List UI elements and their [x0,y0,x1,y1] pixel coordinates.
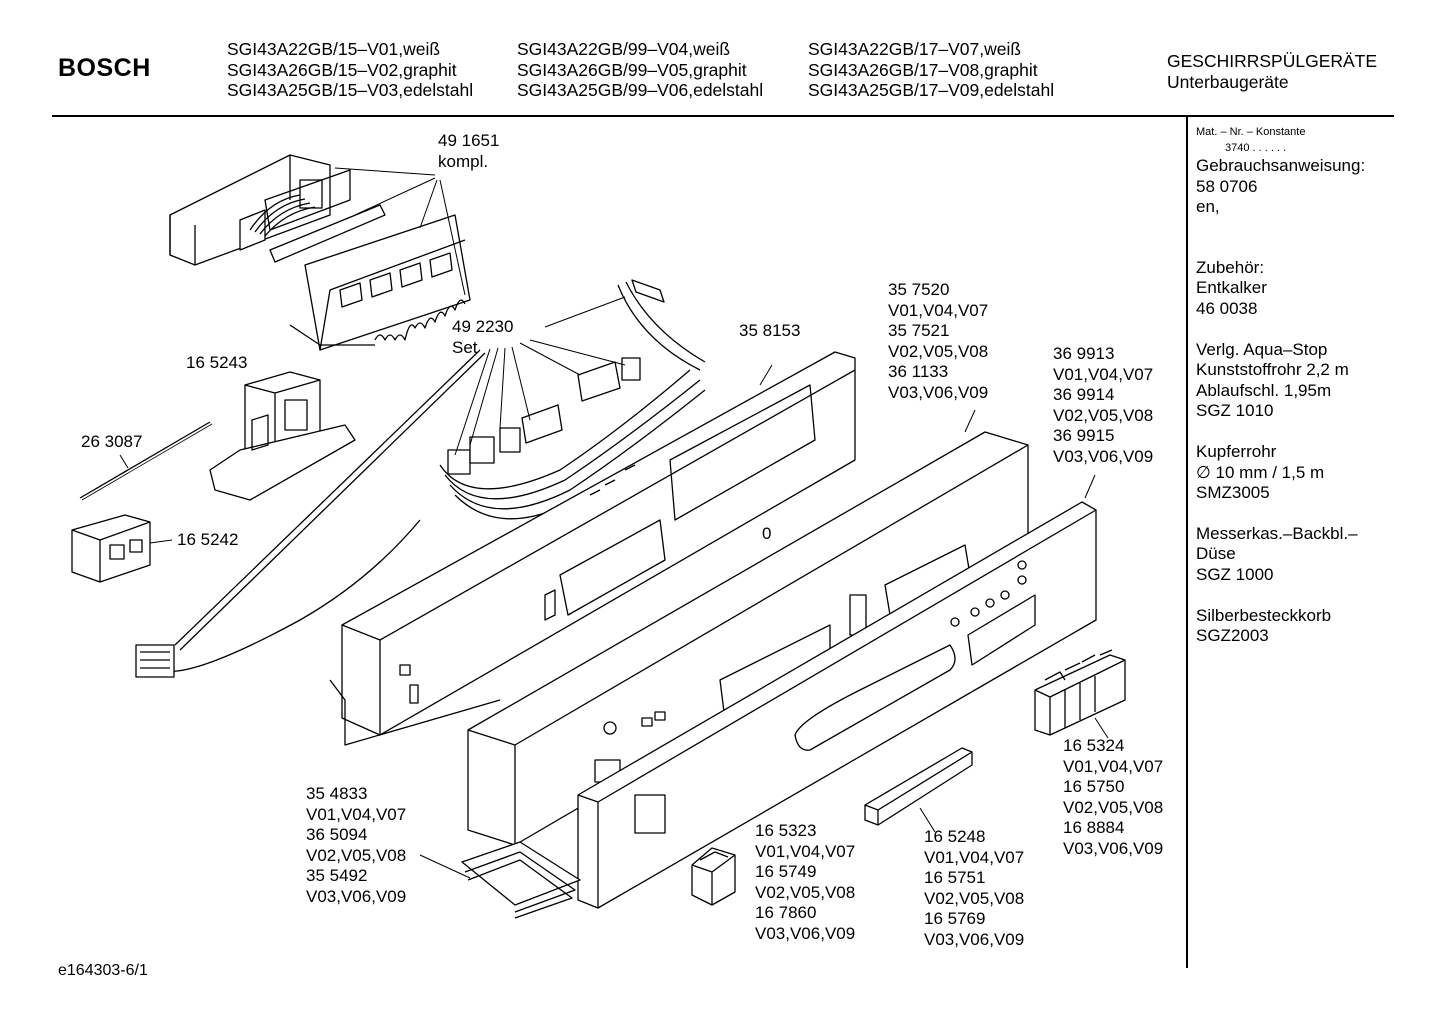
aquastop-label: Verlg. Aqua–Stop [1196,339,1328,359]
leader-lines [334,167,466,296]
part-label-165242: 16 5242 [177,530,239,549]
model-column-3: SGI43A22GB/17–V07,weiß SGI43A26GB/17–V08… [808,39,1054,101]
model-column-2: SGI43A22GB/99–V04,weiß SGI43A26GB/99–V05… [517,39,763,101]
cutlery-label: Silberbesteckkorb [1196,605,1332,625]
category-title: GESCHIRRSPÜLGERÄTE [1167,51,1378,71]
document-code: e164303-6/1 [58,962,148,979]
copper-label: Kupferrohr [1196,441,1277,461]
brand-logo: BOSCH [58,54,151,82]
valve-bracket-part [209,371,356,501]
leader-line [964,409,976,433]
model-line: SGI43A25GB/17–V09,edelstahl [808,80,1055,100]
model-column-1: SGI43A22GB/15–V01,weiß SGI43A26GB/15–V02… [227,39,473,101]
leader-line [1084,474,1096,499]
model-line: SGI43A22GB/17–V07,weiß [808,39,1022,59]
model-line: SGI43A26GB/99–V05,graphit [517,59,747,80]
category-block: GESCHIRRSPÜLGERÄTE Unterbaugeräte [1167,51,1377,92]
knife-line: Düse [1196,544,1236,564]
part-label-358153: 35 8153 [739,321,801,340]
manual-lang: en, [1196,197,1220,217]
mat-label: Mat. – Nr. – Konstante [1196,126,1306,138]
mat-value: 3740 . . . . . . [1225,142,1287,154]
accessory-name: Entkalker [1196,278,1267,298]
wiring-harness-part [135,279,706,678]
manual-label: Gebrauchsanweisung: [1196,156,1366,175]
front-cover-part [577,501,1097,909]
knob-part [691,847,736,906]
aquastop-number: SGZ 1010 [1196,401,1274,421]
electronic-module-part [169,154,471,351]
model-line: SGI43A22GB/99–V04,weiß [517,39,731,59]
foil-strips-part [419,841,581,919]
push-buttons-part [1034,649,1126,739]
accessory-number: 46 0038 [1196,298,1258,318]
cable-part [79,421,211,499]
panel-marker-zero: 0 [762,524,772,543]
control-panel-frame-part [329,351,856,746]
relay-part [71,514,173,583]
knife-number: SGZ 1000 [1196,564,1274,584]
leader-line [119,454,129,469]
trim-strip-part [864,747,973,833]
model-line: SGI43A26GB/15–V02,graphit [227,59,457,80]
header-divider [52,115,1394,117]
model-line: SGI43A22GB/15–V01,weiß [227,39,441,59]
model-line: SGI43A25GB/15–V03,edelstahl [227,80,474,100]
category-subtitle: Unterbaugeräte [1167,71,1289,92]
aquastop-line: Kunststoffrohr 2,2 m [1196,360,1349,380]
sidebar-divider [1186,116,1188,968]
cutlery-number: SGZ2003 [1196,626,1269,646]
sidebar-info: Mat. – Nr. – Konstante 3740 . . . . . . … [1196,124,1365,647]
leader-line [759,364,773,386]
leader-lines [454,296,626,456]
aquastop-line: Ablaufschl. 1,95m [1196,380,1332,400]
knife-line: Messerkas.–Backbl.– [1196,523,1358,543]
copper-spec: ∅ 10 mm / 1,5 m [1196,462,1325,482]
part-label-263087: 26 3087 [81,432,143,451]
model-line: SGI43A25GB/99–V06,edelstahl [517,80,764,100]
part-label-165243: 16 5243 [186,353,248,372]
manual-number: 58 0706 [1196,176,1258,196]
model-line: SGI43A26GB/17–V08,graphit [808,59,1038,80]
copper-number: SMZ3005 [1196,483,1270,503]
accessories-label: Zubehör: [1196,257,1265,277]
